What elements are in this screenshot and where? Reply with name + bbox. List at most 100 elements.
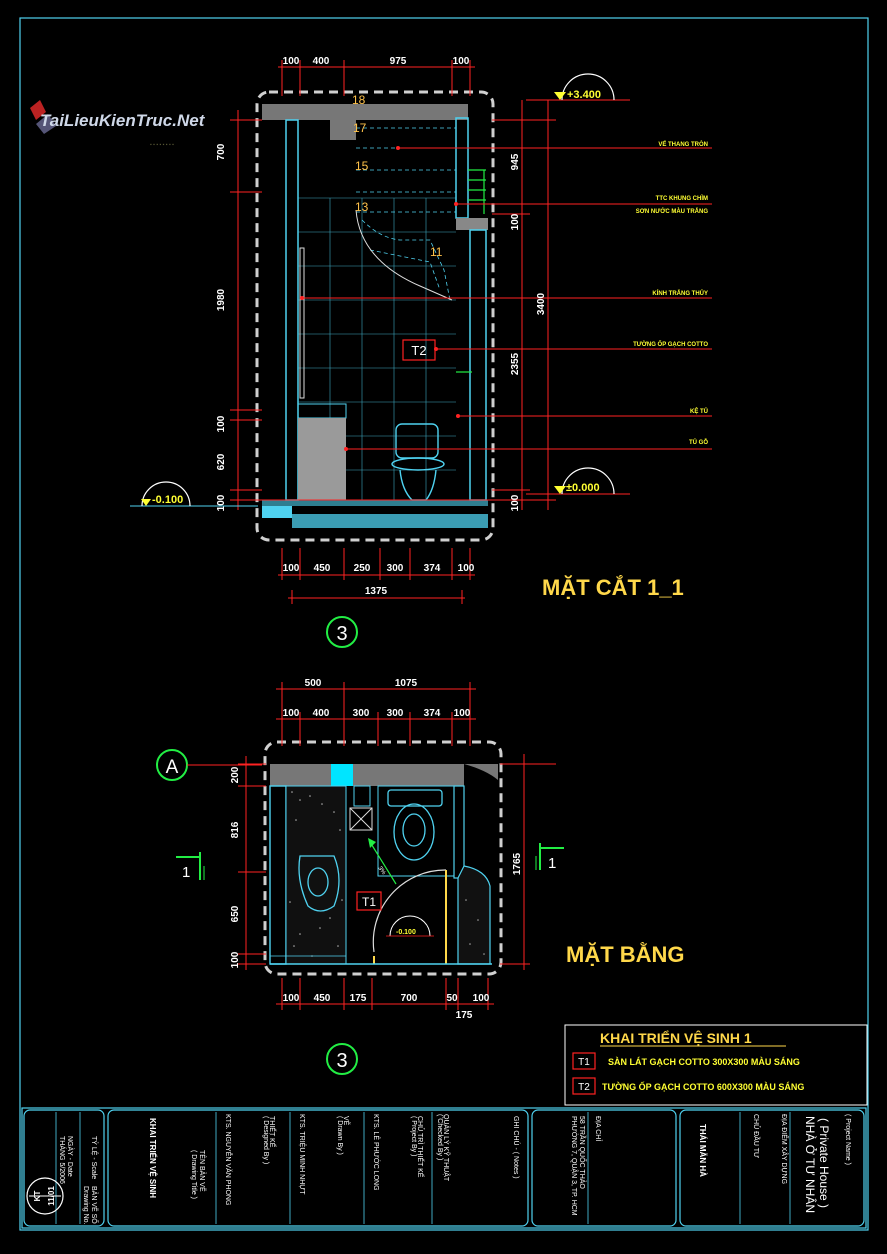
grid-axis-a-label: A <box>166 757 179 778</box>
sheet-label: BẢN VẼ SỐ <box>90 1186 100 1224</box>
plan-axis-bubble: 3 <box>326 1043 358 1075</box>
note-shelf: KỆ TỦ <box>690 407 708 415</box>
designer-name: KTS. NGUYỄN VĂN PHONG <box>224 1114 233 1205</box>
plan-title: MẶT BẰNG <box>566 942 685 967</box>
plan-dim-bottom-5: 50 <box>446 993 458 1004</box>
owner-label: CHỦ ĐẦU TƯ <box>752 1114 762 1158</box>
plan-top-dimensions <box>276 682 476 746</box>
watermark-logo: TaiLieuKienTruc.Net ▪ ▪ ▪ ▪ ▪ ▪ ▪ ▪ <box>30 100 206 148</box>
note-wall-tile: TƯỜNG ỐP GẠCH COTTO <box>633 340 708 348</box>
left-dimension-line <box>230 110 262 510</box>
note-white-paint: SƠN NƯỚC MÀU TRẮNG <box>636 207 709 215</box>
door-swing <box>372 869 447 953</box>
project-label: ( Project Name ) <box>844 1114 851 1165</box>
dim-top-1: 100 <box>283 56 300 67</box>
plan-dim-bottom-3: 175 <box>350 993 367 1004</box>
slope-label: 3% <box>376 866 386 877</box>
legend-text-t1: SÀN LÁT GẠCH COTTO 300X300 MÀU SÁNG <box>608 1057 800 1067</box>
plan-dim-right-total: 1765 <box>512 852 523 875</box>
plan-dim-bottom-2: 450 <box>314 993 331 1004</box>
level-top-text: +3.400 <box>567 89 601 101</box>
plan-boundary <box>263 740 503 976</box>
step-13: 13 <box>355 200 369 214</box>
drawing-title-label: TÊN BẢN VẼ <box>198 1150 207 1192</box>
plan-right-dimensions <box>500 754 556 970</box>
level-left-text: -0.100 <box>152 494 183 506</box>
sheet-no-bottom: 11/01 <box>47 1186 56 1206</box>
address-label: ĐỊA CHỈ <box>594 1116 603 1141</box>
dim-left-1: 700 <box>216 143 227 160</box>
section-mark-left-label: 1 <box>182 864 190 881</box>
wood-cabinet <box>298 418 346 500</box>
plan-dim-left-4: 100 <box>230 951 241 968</box>
top-slab <box>262 104 468 120</box>
level-zero-text: ±0.000 <box>566 482 600 494</box>
sheet-border <box>19 17 869 1231</box>
wall-tile-grid <box>298 197 456 500</box>
dim-right-3: 2355 <box>510 352 521 375</box>
dim-right-4: 100 <box>510 494 521 511</box>
section-mark-left: 1 <box>176 852 205 881</box>
step-17: 17 <box>353 121 367 135</box>
section-drawing: 18 17 15 13 11 T2 VẾ THANG TRÒN TTC KHUN… <box>130 56 712 648</box>
address: 58 TRẦN QUỐC THẢO <box>578 1116 588 1189</box>
legend-box: KHAI TRIỂN VỆ SINH 1 T1 SÀN LÁT GẠCH COT… <box>564 1024 868 1106</box>
dim-right-1: 945 <box>510 153 521 170</box>
section-boundary <box>255 90 495 542</box>
project-name: NHÀ Ở TƯ NHÂN <box>803 1116 818 1213</box>
top-dimension-line <box>278 60 475 96</box>
designer-role: THIẾT KẾ <box>268 1116 278 1148</box>
grid-axis-a: A <box>156 749 262 781</box>
section-title: MẶT CẮT 1_1 <box>542 575 684 600</box>
plan-dim-outer-2: 1075 <box>395 678 418 689</box>
tag-t1-box <box>356 891 382 911</box>
dim-bottom-6: 100 <box>458 563 475 574</box>
step-11: 11 <box>430 245 443 259</box>
date-label: NGÀY - Date <box>66 1136 75 1177</box>
project-name-en: ( Private House ) <box>817 1118 831 1208</box>
plan-dim-outer-1: 500 <box>305 678 322 689</box>
plan-dim-bottom-1: 100 <box>283 993 300 1004</box>
dim-top-4: 100 <box>453 56 470 67</box>
green-rail <box>456 169 486 373</box>
project-lead-role: CHỦ TRÌ THIẾT KẾ <box>416 1116 426 1178</box>
plan-dim-bottom-extra: 175 <box>456 1010 473 1021</box>
title-block: KT 11/01 TỶ LỆ - Scale NGÀY - Date THÁNG… <box>21 1107 867 1229</box>
toilet-plan <box>387 789 443 861</box>
owner-name: THÁI MẪN HÀ <box>698 1124 707 1177</box>
section-axis-bubble: 3 <box>326 616 358 648</box>
qc-label-en: ( Checked By ) <box>436 1114 443 1160</box>
column <box>331 764 353 786</box>
dim-top-2: 400 <box>313 56 330 67</box>
note-spiral-stair: VẾ THANG TRÒN <box>658 140 708 148</box>
dim-bottom-3: 250 <box>354 563 371 574</box>
dim-left-5: 100 <box>216 494 227 511</box>
sheet-label-en: Drawing No. <box>82 1186 89 1225</box>
drawing-title-label-en: ( Drawing Title ) <box>190 1150 197 1199</box>
dim-right-2: 100 <box>510 213 521 230</box>
dim-bottom-2: 450 <box>314 563 331 574</box>
tag-t2: T2 <box>411 343 426 358</box>
plan-bottom-dimensions <box>276 978 494 1010</box>
site-label: ĐỊA ĐIỂM XÂY DỰNG <box>780 1114 789 1184</box>
plan-drawing: 3% T1 -0.100 A 1 1 <box>156 678 685 1075</box>
plan-dim-inner-5: 374 <box>424 708 441 719</box>
plan-axis-label: 3 <box>336 1050 347 1072</box>
vanity-counter <box>285 785 347 965</box>
project-lead-name: KTS. LÊ PHƯỚC LONG <box>372 1114 381 1191</box>
step-18: 18 <box>352 93 366 107</box>
plan-level-text: -0.100 <box>396 929 416 936</box>
drafter-name: KTS. TRIỆU MINH NHỰT <box>298 1114 307 1195</box>
sheet-no-top: KT <box>33 1191 42 1202</box>
note-ceiling-frame: TTC KHUNG CHÌM <box>656 194 708 202</box>
dim-left-4: 620 <box>216 453 227 470</box>
floor-step <box>262 506 292 518</box>
plan-dim-inner-4: 300 <box>387 708 404 719</box>
date-value: THÁNG 5/2006 <box>58 1136 67 1184</box>
dim-bottom-5: 374 <box>424 563 441 574</box>
watermark-text: TaiLieuKienTruc.Net <box>40 111 206 130</box>
note-frosted-glass: KÍNH TRẮNG THỦY <box>652 289 708 297</box>
section-mark-right: 1 <box>535 843 564 872</box>
plan-dim-left-3: 650 <box>230 905 241 922</box>
dim-right-total: 3400 <box>536 292 547 315</box>
